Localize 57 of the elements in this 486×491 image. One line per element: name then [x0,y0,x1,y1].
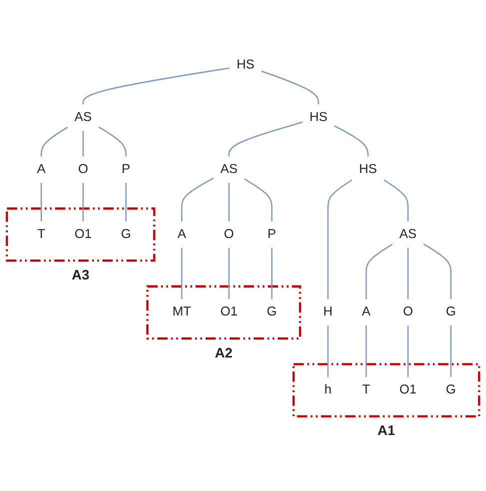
node-text: A [177,226,186,242]
connector [327,326,329,378]
node-text: O1 [399,382,417,397]
node-text: H [323,304,333,320]
connector [82,182,84,222]
node-text: P [122,162,130,176]
node-text: AS [74,110,92,124]
connector [244,178,272,222]
cluster [292,363,480,418]
node-text: O [224,226,234,242]
connector [271,248,272,300]
node-text: HS [359,162,377,176]
connector [366,326,367,378]
cluster [6,207,156,262]
node-text: A [362,304,370,320]
node-text: HS [236,58,255,72]
cluster [146,285,302,340]
node-label: A2 [214,346,233,361]
node-text: AS [220,162,238,176]
node-label: A1 [378,424,396,439]
node-text: G [120,226,131,242]
connector [327,179,352,300]
connector [261,70,320,104]
connector [82,67,230,104]
node-text: P [268,226,276,242]
connector [407,326,409,378]
connector [228,182,230,222]
node-text: G [446,382,456,397]
connector [40,126,68,156]
node-label: A3 [72,268,90,283]
connector [98,126,127,156]
connector [181,248,182,300]
node-text: A [36,162,46,176]
node-text: AS [399,226,417,242]
connector [228,248,230,300]
connector [181,178,214,222]
node-text: G [446,304,456,320]
node-text: HS [310,110,328,124]
node-text: O1 [220,304,238,320]
node-text: T [362,382,370,397]
connector [366,244,393,300]
connector [423,243,452,300]
node-text: T [37,226,46,242]
connector [334,125,369,156]
node-text: O1 [74,226,92,242]
connector [450,326,452,378]
node-text: O [402,304,414,320]
node-text: h [324,382,332,397]
node-text: G [266,304,277,320]
connector [82,130,84,156]
connector [40,182,42,222]
node-text: O [78,162,88,176]
node-text: MT [172,304,192,320]
connector [228,122,303,156]
connector [383,179,409,222]
connector [407,248,409,300]
connector [125,182,127,222]
